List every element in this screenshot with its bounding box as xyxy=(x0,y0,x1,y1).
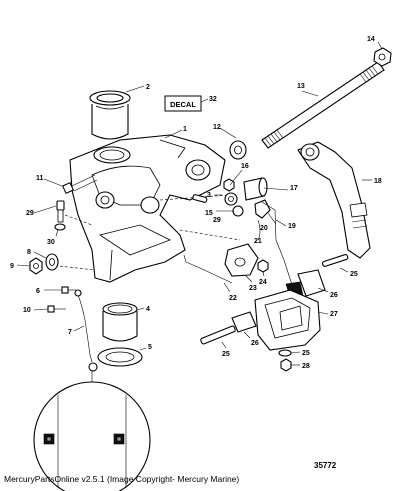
clip-21 xyxy=(257,219,261,241)
callout-1: 1 xyxy=(183,126,187,133)
upper-bushing xyxy=(89,90,131,140)
washer-12 xyxy=(229,140,247,160)
callout-3: 3 xyxy=(207,192,211,199)
bracket-26-left xyxy=(231,311,257,333)
callout-11: 11 xyxy=(36,175,44,182)
clip-20 xyxy=(254,199,271,219)
callout-14: 14 xyxy=(367,36,375,43)
pin-25-right xyxy=(321,254,349,267)
decal-label: DECAL xyxy=(170,100,196,109)
callout-30: 30 xyxy=(47,239,55,246)
callout-2: 2 xyxy=(146,84,150,91)
callout-26-right: 26 xyxy=(330,292,338,299)
block-23 xyxy=(224,243,259,277)
nut-29-lower xyxy=(280,358,292,372)
spacer-17 xyxy=(243,177,268,201)
callout-31: 29 xyxy=(26,210,34,217)
nut-9 xyxy=(29,257,43,275)
callout-9: 9 xyxy=(10,263,14,270)
washer-28 xyxy=(278,349,292,357)
pin-15 xyxy=(192,194,208,203)
callout-18: 18 xyxy=(374,178,382,185)
swivel-bracket xyxy=(69,134,226,283)
washer-29-upper xyxy=(232,205,244,217)
washer-3 xyxy=(224,192,238,206)
callouts: 2 32 1 12 13 14 16 17 18 11 29 30 8 9 6 … xyxy=(10,36,383,370)
callout-6: 6 xyxy=(36,288,40,295)
bolt-11 xyxy=(61,174,98,195)
callout-29-lower: 28 xyxy=(302,363,310,370)
callout-17: 17 xyxy=(290,185,298,192)
seal-ring-5 xyxy=(97,347,143,367)
nut-16 xyxy=(223,178,235,192)
callout-24: 24 xyxy=(259,279,267,286)
ground-wire-7 xyxy=(74,289,98,372)
screw-6 xyxy=(61,286,76,294)
callout-15: 15 xyxy=(205,210,213,217)
callout-20: 20 xyxy=(260,225,268,232)
callout-16: 16 xyxy=(241,163,249,170)
callout-32: 32 xyxy=(209,96,217,103)
callout-27: 27 xyxy=(330,311,338,318)
pin-31 xyxy=(56,200,65,223)
callout-4: 4 xyxy=(146,306,150,313)
tilt-tube-rod xyxy=(261,61,385,149)
detail-magnifier xyxy=(33,370,151,491)
callout-12: 12 xyxy=(213,124,221,131)
callout-13: 13 xyxy=(297,83,305,90)
callout-22: 22 xyxy=(229,295,237,302)
wire-contact-right xyxy=(113,433,125,445)
callout-29-upper: 29 xyxy=(213,217,221,224)
decal-box: DECAL xyxy=(164,95,202,112)
washer-30 xyxy=(54,223,66,231)
callout-25-lower: 25 xyxy=(222,351,230,358)
callout-21: 21 xyxy=(254,238,262,245)
screw-10 xyxy=(47,305,66,313)
wire-contact-left xyxy=(43,433,55,445)
lever-arm-18 xyxy=(297,141,371,259)
callout-25-right: 25 xyxy=(350,271,358,278)
figure-number: 35772 xyxy=(314,461,337,470)
washer-8 xyxy=(45,253,59,271)
bracket-26-right xyxy=(297,269,326,297)
callout-7: 7 xyxy=(68,329,72,336)
image-credit: MercuryPartsOnline v2.5.1 (Image Copyrig… xyxy=(4,474,240,484)
callout-28: 25 xyxy=(302,350,310,357)
callout-8: 8 xyxy=(27,249,31,256)
nut-24 xyxy=(257,259,269,273)
rod-22 xyxy=(183,254,233,284)
callout-10: 10 xyxy=(23,307,31,314)
lower-bushing xyxy=(102,302,138,342)
pin-25-lower xyxy=(200,325,236,345)
clamp-plates-27 xyxy=(254,289,321,351)
callout-19: 19 xyxy=(288,223,296,230)
callout-23: 23 xyxy=(249,285,257,292)
callout-5: 5 xyxy=(148,344,152,351)
tube-nut xyxy=(373,47,392,67)
callout-26-left: 26 xyxy=(251,340,259,347)
